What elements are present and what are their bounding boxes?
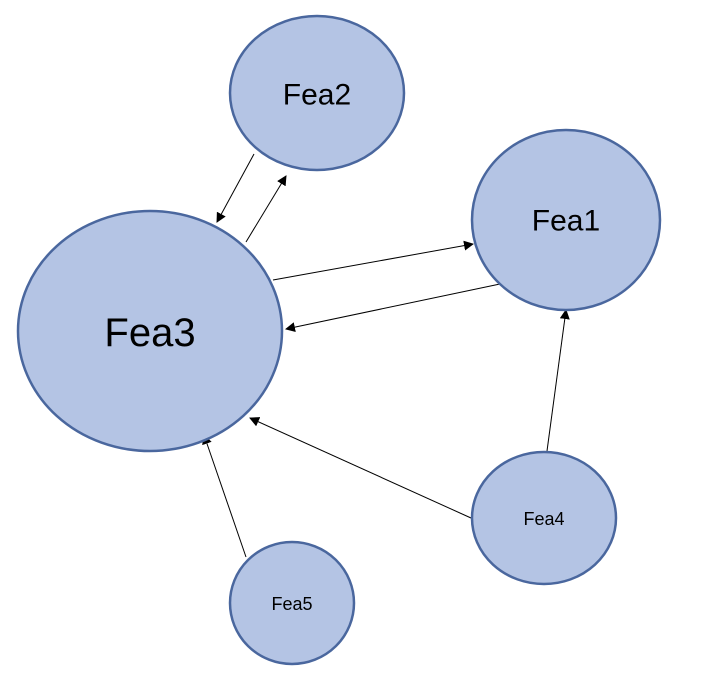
node-fea2-circle	[228, 14, 406, 172]
node-fea3-circle	[16, 209, 284, 453]
edge-fea1-to-fea3	[285, 283, 501, 333]
node-fea2-label: Fea2	[283, 79, 351, 112]
node-fea4: Fea4	[470, 450, 618, 586]
node-fea5-label: Fea5	[271, 594, 312, 614]
node-fea3-label: Fea3	[104, 311, 195, 355]
node-fea2: Fea2	[228, 14, 406, 172]
edge-fea3-to-fea1	[272, 240, 474, 281]
edge-fea4-to-fea3	[249, 417, 472, 519]
edge-fea2-to-fea3	[216, 153, 255, 223]
edge-fea3-to-fea2	[245, 175, 287, 243]
node-fea3: Fea3	[16, 209, 284, 453]
node-fea5-circle	[228, 540, 356, 666]
node-fea4-circle	[470, 450, 618, 586]
node-fea4-label: Fea4	[523, 509, 564, 529]
edges-group	[202, 153, 570, 558]
edge-fea5-to-fea3	[202, 434, 247, 558]
node-fea1-label: Fea1	[532, 205, 600, 238]
node-fea5: Fea5	[228, 540, 356, 666]
edge-fea4-to-fea1	[546, 309, 570, 452]
node-fea1-circle	[470, 128, 662, 312]
node-fea1: Fea1	[470, 128, 662, 312]
